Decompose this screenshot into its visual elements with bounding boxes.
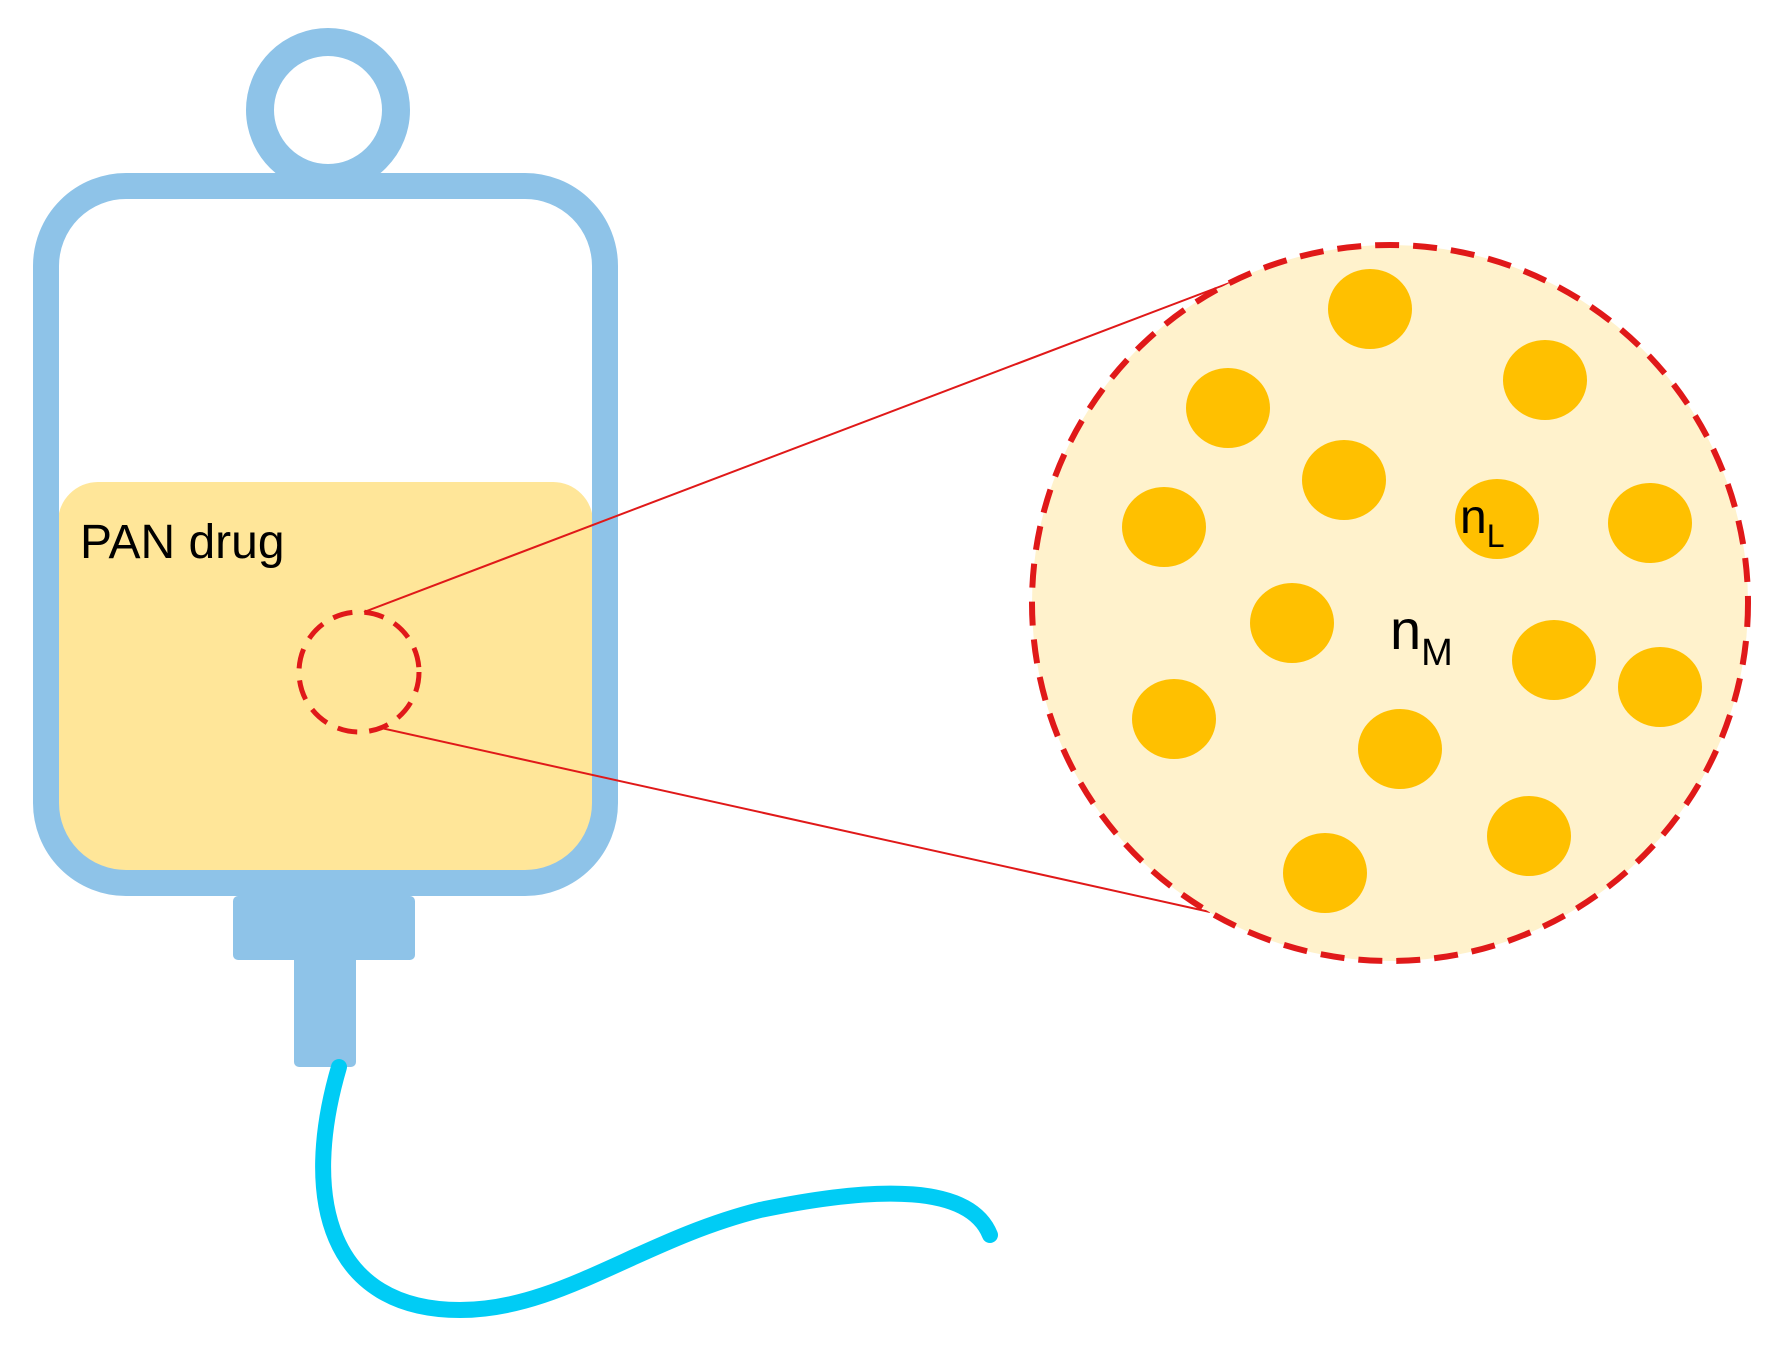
particle [1302, 440, 1386, 520]
medium-index-label: nM [1390, 598, 1453, 674]
particle [1618, 647, 1702, 727]
particle-index-main: n [1460, 491, 1487, 544]
particle [1512, 620, 1596, 700]
particle [1132, 679, 1216, 759]
particle [1283, 833, 1367, 913]
zoom-connector-top [363, 281, 1233, 613]
particle [1328, 269, 1412, 349]
bag-port [233, 896, 415, 960]
particle [1608, 483, 1692, 563]
iv-tube [315, 1059, 998, 1319]
bag-liquid-group [58, 482, 593, 871]
particle-index-label: nL [1460, 491, 1505, 554]
particle-index-sub: L [1487, 518, 1505, 554]
zoom-connector-bottom [380, 727, 1211, 913]
bag-hanger-ring [246, 28, 410, 192]
particle [1455, 479, 1539, 559]
particle [1122, 487, 1206, 567]
particle [1503, 340, 1587, 420]
particle-group [1122, 269, 1702, 913]
bag-port-stem [294, 955, 356, 1067]
medium-index-sub: M [1421, 632, 1453, 674]
zoom-source-circle [296, 609, 422, 735]
particle [1487, 796, 1571, 876]
bag-body [33, 173, 618, 896]
particle [1186, 368, 1270, 448]
particle [1250, 583, 1334, 663]
bag-label: PAN drug [80, 516, 285, 569]
medium-index-main: n [1390, 598, 1421, 661]
particle [1358, 709, 1442, 789]
